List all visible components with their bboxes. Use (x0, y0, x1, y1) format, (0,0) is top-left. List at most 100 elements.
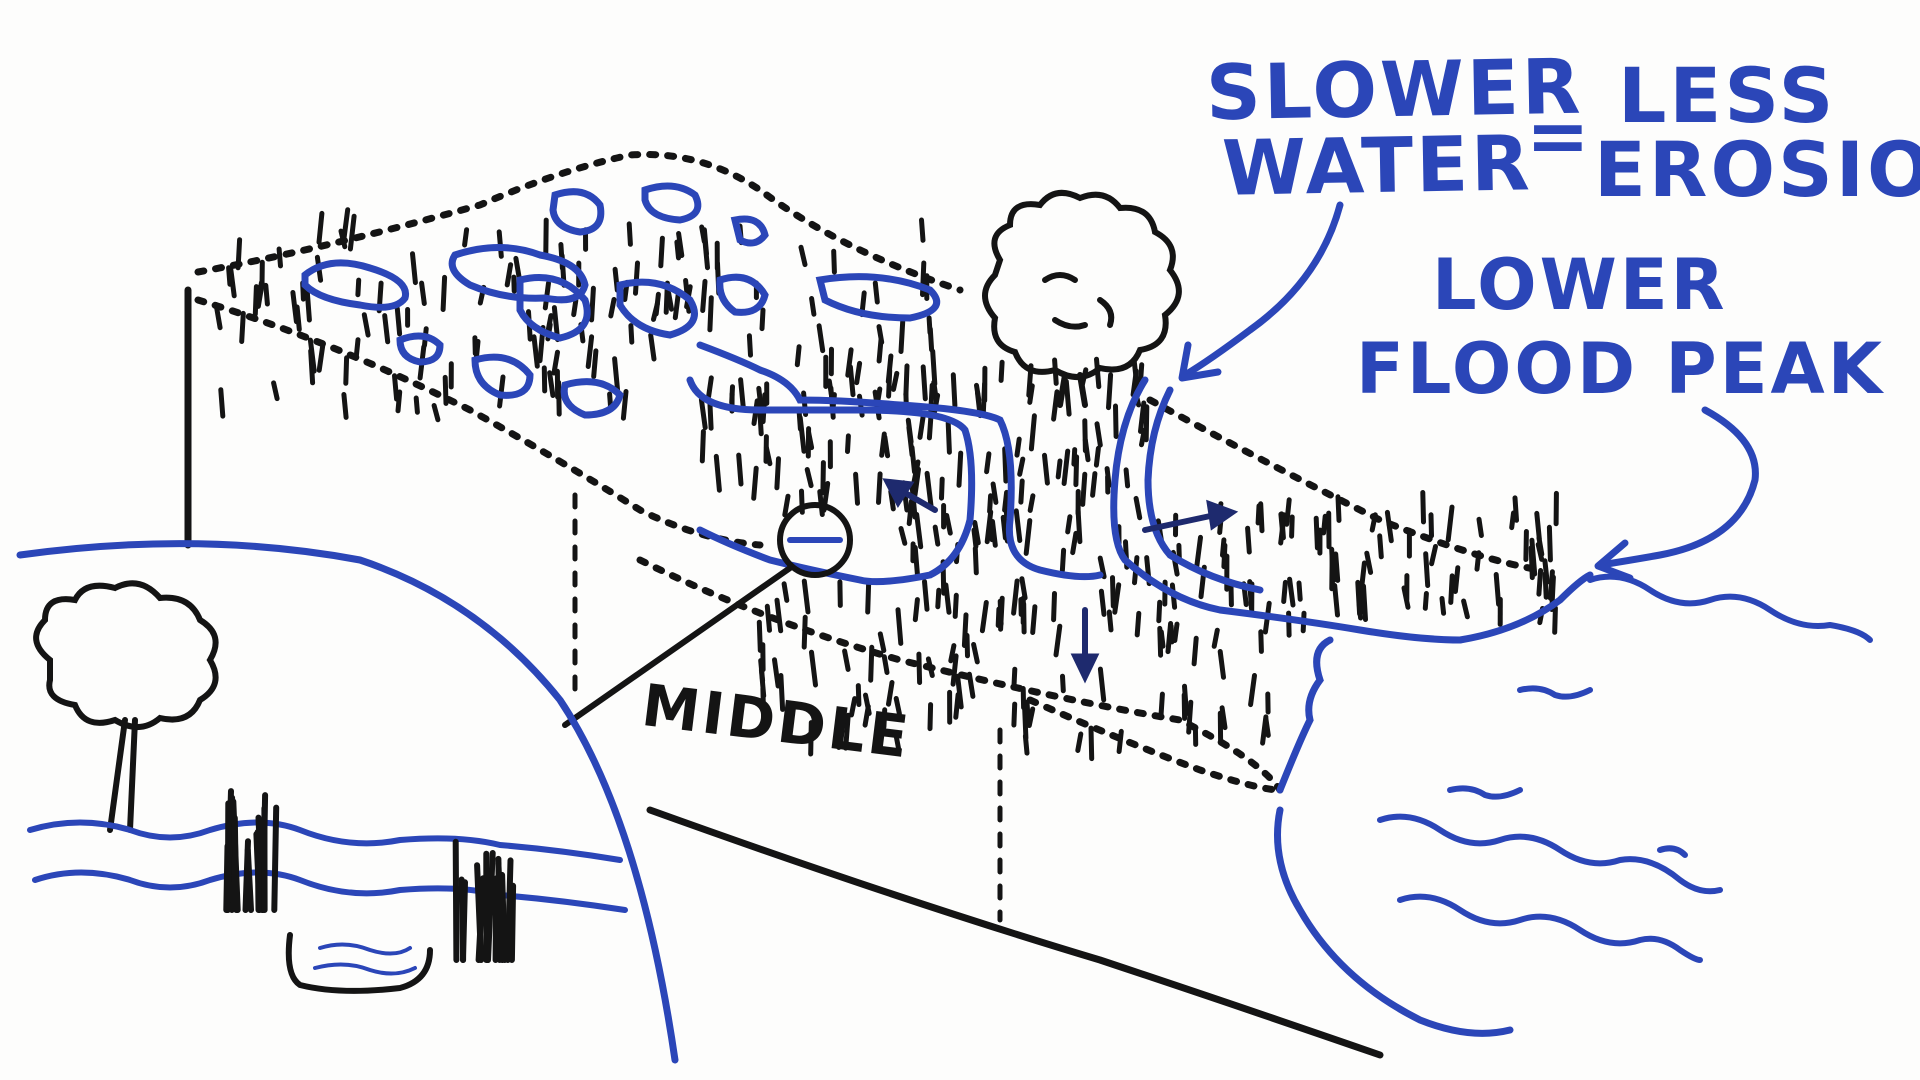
grass-tick (497, 374, 506, 409)
grass-tick (1075, 731, 1084, 753)
grass-tick (1355, 579, 1363, 617)
magnifier-circle (777, 502, 853, 578)
grass-tick (1156, 599, 1163, 624)
pond (301, 259, 410, 311)
grass-tick (912, 597, 920, 623)
pond (730, 215, 769, 247)
wave (1587, 573, 1873, 643)
grass-tick (782, 493, 791, 518)
grass-tick (1191, 635, 1199, 667)
grass-tick (952, 592, 959, 619)
grass-tick (1423, 551, 1431, 588)
grass-tick (843, 712, 851, 751)
grass-tick (927, 326, 935, 353)
grass-tick (361, 312, 371, 338)
reed-stem (474, 862, 485, 963)
grass-tick (1281, 579, 1288, 604)
grass-tick (707, 295, 714, 333)
grass-tick (410, 251, 418, 286)
grass-tick (863, 692, 872, 716)
grass-tick (1027, 493, 1036, 513)
grass-tick (1428, 512, 1434, 539)
grass-tick (1172, 621, 1180, 643)
grass-tick (893, 730, 902, 753)
river-bank-lower (686, 376, 976, 586)
grass-tick (898, 319, 906, 354)
grass-tick (462, 227, 470, 248)
grass-tick (612, 356, 620, 392)
grass-tick (1452, 565, 1461, 594)
grass-tick (917, 411, 926, 440)
grass-tick (1014, 436, 1022, 458)
front-slope-dashes (194, 296, 764, 549)
grass-tick (763, 445, 773, 467)
grass-tick (1335, 494, 1342, 523)
grass-tick (816, 323, 826, 354)
grass-tick (1023, 518, 1033, 556)
grass-tick (895, 607, 904, 646)
upland-block (184, 150, 1544, 1059)
grass-tick (854, 360, 863, 386)
grass-tick (1143, 404, 1150, 443)
grass-tick (1011, 701, 1018, 728)
grass-tick (950, 653, 959, 687)
grass-tick (1384, 509, 1394, 544)
grass-tick (431, 403, 441, 423)
arrow-down (1070, 607, 1100, 684)
grass-tick (826, 378, 835, 400)
grass-tick (235, 237, 243, 271)
grass-tick (879, 431, 887, 458)
grass-tick (1097, 666, 1107, 703)
grass-tick (984, 451, 992, 475)
grass-tick (736, 452, 744, 487)
grass-tick (912, 466, 921, 498)
grass-tick (945, 420, 952, 455)
grass-tick (893, 696, 902, 717)
grass-tick (531, 334, 540, 369)
grass-tick (1110, 575, 1116, 609)
grass-tick (608, 297, 617, 319)
grass-tick (935, 587, 942, 610)
grass-tick (853, 471, 860, 506)
grass-tick (974, 382, 982, 403)
grass-tick (990, 481, 999, 505)
grass-tick (1071, 447, 1078, 467)
grass-tick (1219, 705, 1228, 731)
grass-tick (916, 651, 923, 685)
grass-tick (849, 696, 858, 718)
pond (471, 353, 534, 399)
grass-tick (343, 355, 350, 386)
slower-water-arrowhead (1178, 341, 1222, 382)
grass-tick (218, 387, 226, 419)
grass-tick (955, 673, 964, 710)
river-right-inner (1144, 386, 1264, 594)
grass-tick (1090, 471, 1098, 498)
grass-tick (1165, 621, 1174, 655)
grass-tick (872, 280, 880, 305)
grass-tick (382, 313, 391, 345)
grass-tick (355, 277, 362, 298)
grass-tick (1221, 542, 1228, 570)
grass-tick (395, 389, 403, 414)
reed-stem (458, 876, 467, 963)
reed-stem (230, 798, 241, 913)
grass-tick (353, 337, 361, 361)
grass-tick (909, 445, 917, 475)
grass-tick (551, 349, 560, 376)
arrow-right (1142, 499, 1239, 533)
grass-tick (1094, 421, 1103, 448)
pond (516, 274, 591, 342)
grass-tick (1359, 560, 1367, 592)
pond (560, 378, 624, 419)
grass-tick (971, 527, 979, 549)
flood-peak-arrowhead (1594, 539, 1634, 582)
grass-tick (877, 631, 887, 653)
lower-plateau-dashes (636, 556, 1284, 794)
reed-stem (271, 804, 280, 913)
wave (1397, 893, 1703, 963)
grass-tick (1429, 544, 1438, 567)
grass-tick (1022, 704, 1029, 741)
river-channel (686, 341, 1594, 1037)
grass-tick (1063, 378, 1072, 417)
